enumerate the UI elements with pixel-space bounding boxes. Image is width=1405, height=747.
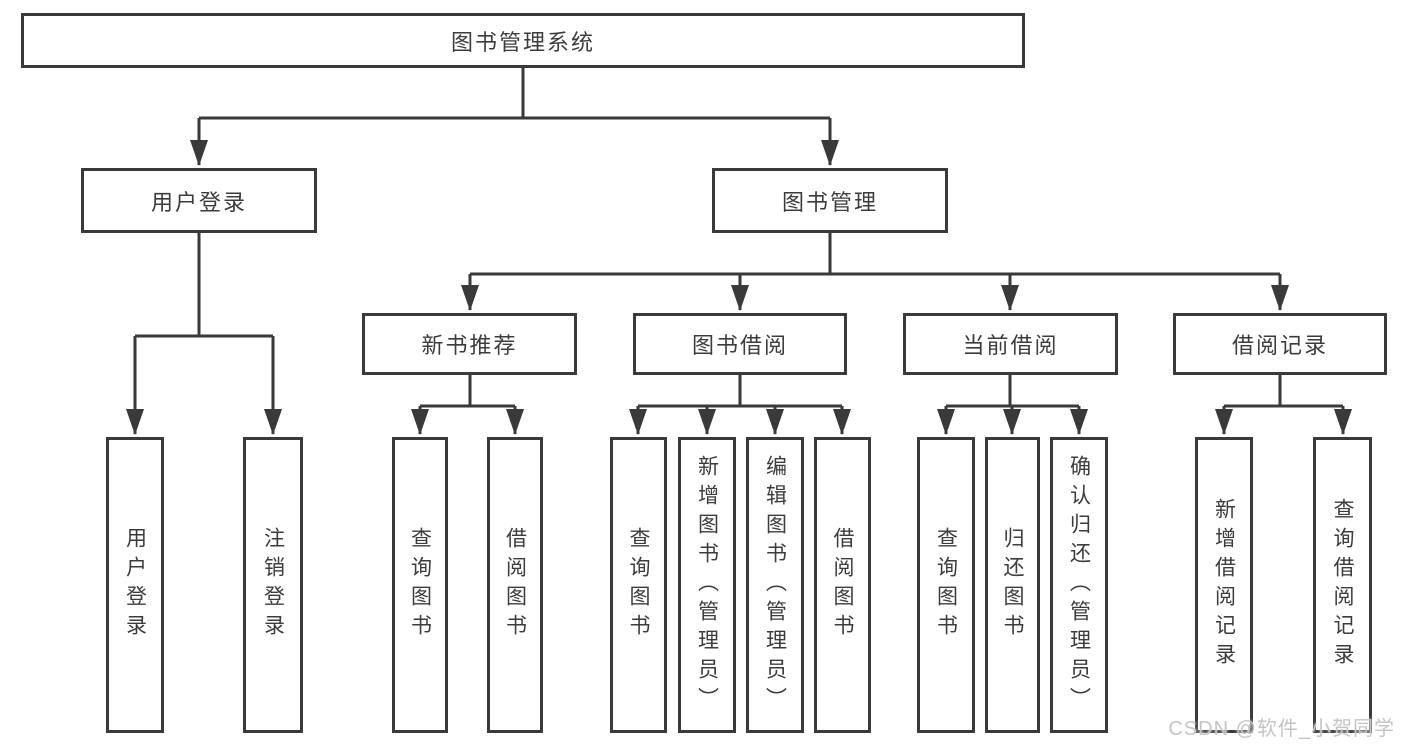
leaf-cb-return-books-label: 归还图书 xyxy=(1001,527,1024,643)
connector-book-borrow-children xyxy=(629,375,851,435)
leaf-logout-label: 注销登录 xyxy=(261,527,285,643)
node-book-management: 图书管理 xyxy=(712,168,948,233)
node-new-book-recommend: 新书推荐 xyxy=(362,313,577,375)
leaf-cb-confirm-return-admin: 确认归还（管理员） xyxy=(1050,437,1108,733)
node-library-system: 图书管理系统 xyxy=(21,13,1025,68)
connector-current-borrow-children xyxy=(937,375,1088,435)
leaf-bb-add-books-admin: 新增图书（管理员） xyxy=(678,437,736,733)
leaf-user-login: 用户登录 xyxy=(106,437,164,733)
leaf-rec-query-books: 查询图书 xyxy=(392,437,448,733)
node-book-management-label: 图书管理 xyxy=(781,189,878,215)
watermark: CSDN @软件_小贺同学 xyxy=(1168,718,1395,740)
leaf-rec-query-books-label: 查询图书 xyxy=(408,527,432,643)
leaf-bb-query-books: 查询图书 xyxy=(610,437,667,733)
leaf-cb-return-books: 归还图书 xyxy=(985,437,1040,733)
node-new-book-recommend-label: 新书推荐 xyxy=(421,333,518,358)
leaf-br-query-record-label: 查询借阅记录 xyxy=(1331,498,1354,672)
node-borrow-records: 借阅记录 xyxy=(1173,313,1387,375)
connector-user-login-children xyxy=(126,233,282,435)
leaf-logout: 注销登录 xyxy=(243,437,303,733)
connector-new-book-rec-children xyxy=(411,375,524,435)
leaf-rec-borrow-books-label: 借阅图书 xyxy=(503,527,527,643)
leaf-bb-borrow-books-label: 借阅图书 xyxy=(831,527,854,643)
node-user-login-label: 用户登录 xyxy=(150,189,247,215)
connector-root-to-level2 xyxy=(190,66,839,166)
node-borrow-records-label: 借阅记录 xyxy=(1231,333,1328,358)
leaf-bb-add-books-admin-label: 新增图书（管理员） xyxy=(695,454,719,716)
leaf-rec-borrow-books: 借阅图书 xyxy=(487,437,543,733)
node-library-system-label: 图书管理系统 xyxy=(450,29,595,55)
leaf-cb-query-books: 查询图书 xyxy=(917,437,975,733)
connector-book-mgmt-children xyxy=(461,233,1289,311)
leaf-bb-edit-books-admin: 编辑图书（管理员） xyxy=(746,437,804,733)
leaf-cb-query-books-label: 查询图书 xyxy=(934,527,958,643)
leaf-br-query-record: 查询借阅记录 xyxy=(1313,437,1372,733)
leaf-br-add-record: 新增借阅记录 xyxy=(1195,437,1253,733)
node-current-borrow: 当前借阅 xyxy=(903,313,1118,375)
leaf-bb-borrow-books: 借阅图书 xyxy=(814,437,871,733)
leaf-br-add-record-label: 新增借阅记录 xyxy=(1212,498,1236,672)
leaf-bb-query-books-label: 查询图书 xyxy=(627,527,650,643)
leaf-bb-edit-books-admin-label: 编辑图书（管理员） xyxy=(763,454,787,716)
node-book-borrow: 图书借阅 xyxy=(633,313,847,375)
node-user-login: 用户登录 xyxy=(81,168,317,233)
connector-borrow-records-children xyxy=(1215,375,1352,435)
leaf-user-login-label: 用户登录 xyxy=(123,527,147,643)
node-book-borrow-label: 图书借阅 xyxy=(691,333,788,358)
leaf-cb-confirm-return-admin-label: 确认归还（管理员） xyxy=(1067,454,1091,716)
node-current-borrow-label: 当前借阅 xyxy=(962,333,1059,358)
